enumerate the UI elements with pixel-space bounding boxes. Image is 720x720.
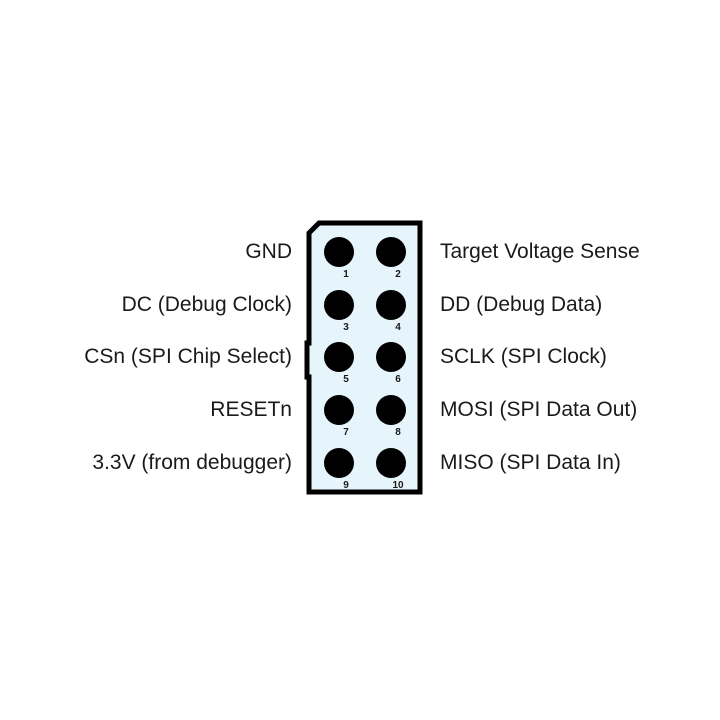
pin-5-contact: [324, 342, 354, 372]
pin-9-contact: [324, 448, 354, 478]
pin-2-number: 2: [395, 269, 401, 280]
pin-9-signal-label: 3.3V (from debugger): [92, 451, 292, 474]
pin-10-contact: [376, 448, 406, 478]
pin-4-number: 4: [395, 322, 401, 333]
pin-8-signal-label: MOSI (SPI Data Out): [440, 398, 638, 421]
pin-10-signal-label: MISO (SPI Data In): [440, 451, 621, 474]
pin-10-number: 10: [392, 480, 404, 491]
pin-4-signal-label: DD (Debug Data): [440, 293, 603, 316]
pin-8-number: 8: [395, 427, 401, 438]
pin-3-contact: [324, 290, 354, 320]
pin-5-number: 5: [343, 374, 349, 385]
pin-4-contact: [376, 290, 406, 320]
pin-5-signal-label: CSn (SPI Chip Select): [84, 345, 292, 368]
pin-6-signal-label: SCLK (SPI Clock): [440, 345, 607, 368]
pin-3-signal-label: DC (Debug Clock): [121, 293, 292, 316]
pin-2-contact: [376, 237, 406, 267]
pin-6-contact: [376, 342, 406, 372]
pin-1-number: 1: [343, 269, 349, 280]
connector-header: 1 2 3 4 5 6 7 8 9 10: [304, 220, 423, 495]
pin-7-signal-label: RESETn: [210, 398, 292, 421]
pin-1-signal-label: GND: [245, 240, 292, 263]
pin-7-number: 7: [343, 427, 349, 438]
pin-7-contact: [324, 395, 354, 425]
pin-6-number: 6: [395, 374, 401, 385]
pin-2-signal-label: Target Voltage Sense: [440, 240, 640, 263]
pin-9-number: 9: [343, 480, 349, 491]
pin-3-number: 3: [343, 322, 349, 333]
pin-8-contact: [376, 395, 406, 425]
pin-1-contact: [324, 237, 354, 267]
